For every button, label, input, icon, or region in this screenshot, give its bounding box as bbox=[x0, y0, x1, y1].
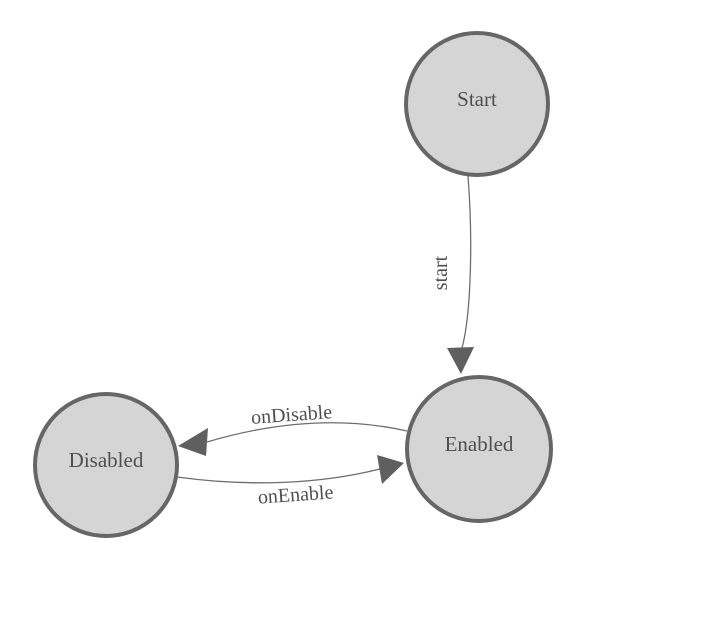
transition-start-to-enabled: start bbox=[430, 175, 474, 374]
state-label-enabled: Enabled bbox=[445, 432, 514, 456]
transition-enabled-to-disabled: onDisable bbox=[178, 401, 408, 456]
transition-disabled-to-enabled: onEnable bbox=[176, 455, 404, 509]
arrowhead-icon-enabled-to-disabled bbox=[178, 428, 208, 456]
state-label-start: Start bbox=[457, 87, 497, 111]
arrowhead-icon-start-to-enabled bbox=[447, 347, 474, 374]
transition-edge-disabled-to-enabled bbox=[176, 468, 381, 484]
transition-edge-start-to-enabled bbox=[461, 175, 472, 349]
state-node-enabled[interactable]: Enabled bbox=[405, 375, 553, 523]
state-circle-disabled[interactable] bbox=[33, 392, 179, 538]
state-node-start[interactable]: Start bbox=[404, 31, 550, 177]
transition-edge-enabled-to-disabled bbox=[206, 422, 408, 443]
state-label-disabled: Disabled bbox=[69, 448, 144, 472]
transition-label-ondisable: onDisable bbox=[250, 401, 333, 429]
transition-label-onenable: onEnable bbox=[257, 481, 334, 508]
transition-label-start: start bbox=[430, 255, 452, 290]
state-node-disabled[interactable]: Disabled bbox=[33, 392, 179, 538]
state-circle-enabled[interactable] bbox=[405, 375, 553, 523]
arrowhead-icon-disabled-to-enabled bbox=[377, 455, 404, 484]
state-circle-start[interactable] bbox=[404, 31, 550, 177]
